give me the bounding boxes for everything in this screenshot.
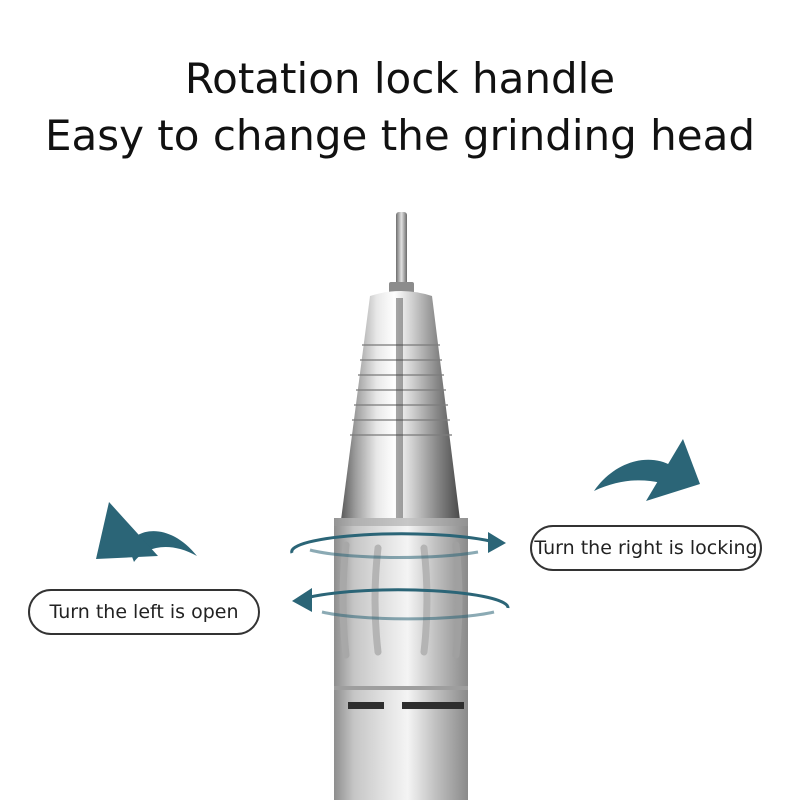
label-turn-left-text: Turn the left is open — [49, 601, 239, 623]
curved-arrow-left-icon — [96, 502, 197, 562]
rotation-ring-icon — [292, 588, 510, 621]
label-turn-right-text: Turn the right is locking — [534, 537, 758, 559]
grinding-bit — [389, 212, 414, 294]
label-turn-right: Turn the right is locking — [530, 525, 762, 571]
handpiece-nose — [341, 291, 460, 520]
headline-line-2: Easy to change the grinding head — [44, 111, 756, 160]
headline-line-1: Rotation lock handle — [184, 54, 616, 103]
rotation-ring-icon — [290, 532, 506, 559]
handpiece-body — [334, 518, 468, 800]
curved-arrow-right-icon — [594, 439, 700, 501]
label-turn-left: Turn the left is open — [28, 589, 260, 635]
